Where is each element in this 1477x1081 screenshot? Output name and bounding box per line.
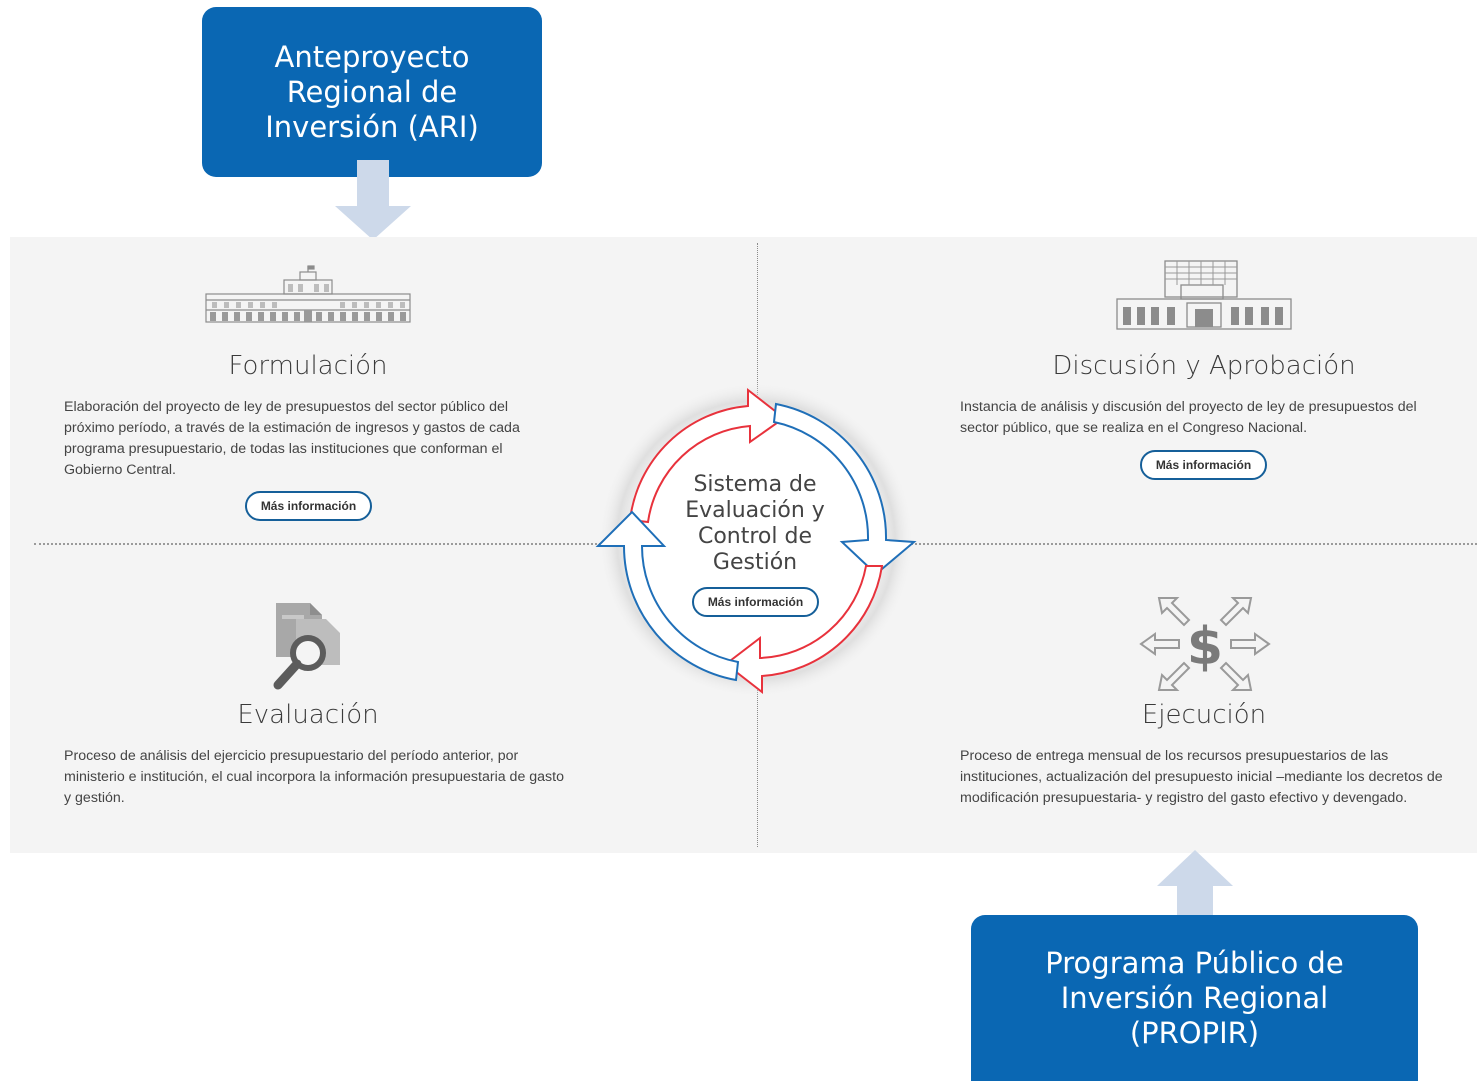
propir-line-3: (PROPIR) <box>1129 1015 1260 1050</box>
arrow-down-icon <box>335 160 411 240</box>
center-title-line-2: Evaluación y <box>685 498 825 523</box>
ejecucion-title: Ejecución <box>1141 700 1267 730</box>
evaluacion-title: Evaluación <box>237 700 379 730</box>
discusion-more-info-button[interactable]: Más información <box>1140 450 1267 480</box>
center-title-line-1: Sistema de <box>693 472 817 497</box>
discusion-description: Instancia de análisis y discusión del pr… <box>960 399 1417 436</box>
svg-text:$: $ <box>1187 617 1223 677</box>
congress-building-icon <box>1116 260 1292 330</box>
propir-line-1: Programa Público de <box>1045 945 1344 980</box>
ari-callout: Anteproyecto Regional de Inversión (ARI) <box>202 7 542 177</box>
formulacion-description: Elaboración del proyecto de ley de presu… <box>64 399 520 478</box>
evaluacion-description: Proceso de análisis del ejercicio presup… <box>64 748 564 806</box>
formulacion-title: Formulación <box>228 351 388 381</box>
ejecucion-description: Proceso de entrega mensual de los recurs… <box>960 748 1443 806</box>
money-distribution-icon: $ <box>1139 597 1271 691</box>
propir-line-2: Inversión Regional <box>1060 980 1329 1015</box>
propir-callout: Programa Público de Inversión Regional (… <box>971 915 1418 1081</box>
ari-line-3: Inversión (ARI) <box>265 109 479 144</box>
palace-icon <box>205 265 411 323</box>
formulacion-more-info-button[interactable]: Más información <box>245 491 372 521</box>
center-system-title: Sistema de Evaluación y Control de Gesti… <box>670 472 840 576</box>
discusion-title: Discusión y Aprobación <box>1052 351 1356 381</box>
ari-line-1: Anteproyecto <box>274 39 470 74</box>
document-search-icon <box>273 603 340 690</box>
center-title-line-4: Gestión <box>712 550 798 575</box>
ari-line-2: Regional de <box>286 74 458 109</box>
center-more-info-button[interactable]: Más información <box>692 587 819 617</box>
center-title-line-3: Control de <box>697 524 813 549</box>
